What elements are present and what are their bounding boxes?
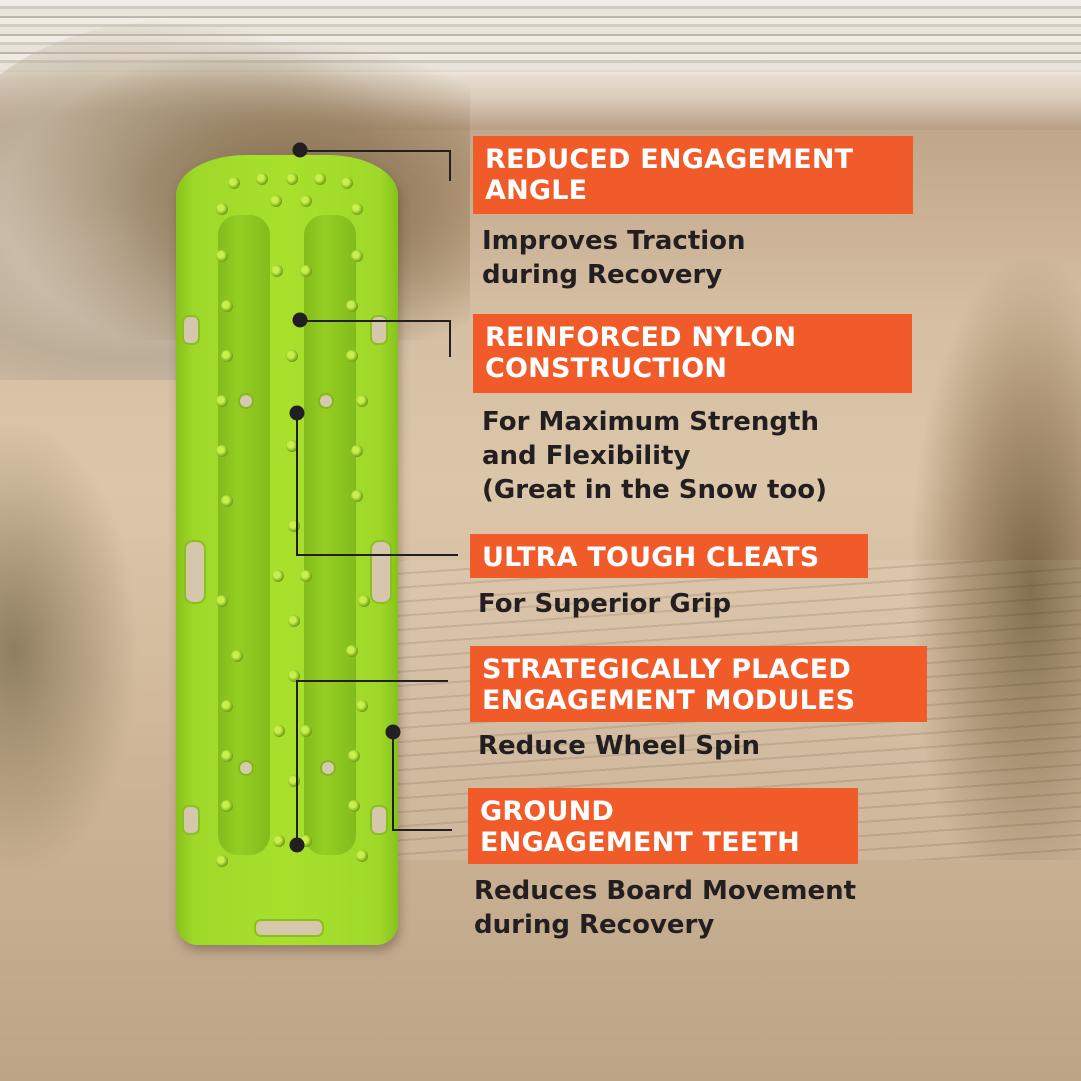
feature-1-title: REDUCED ENGAGEMENT ANGLE	[473, 136, 913, 214]
feature-5-title-line-2: ENGAGEMENT TEETH	[480, 827, 800, 858]
end-handle	[254, 919, 324, 937]
callout-line	[296, 680, 298, 846]
cleat-stud	[288, 670, 300, 682]
tie-down-slot	[370, 805, 388, 835]
drain-hole	[238, 760, 254, 776]
cleat-stud	[300, 195, 312, 207]
feature-5-description: Reduces Board Movement during Recovery	[474, 874, 856, 942]
cleat-stud	[270, 195, 282, 207]
cleat-stud	[346, 645, 358, 657]
side-handle-right	[370, 540, 392, 604]
callout-line	[392, 829, 452, 831]
callout-line	[300, 320, 450, 322]
dune-grass-lower-left	[0, 420, 140, 880]
cleat-stud	[221, 750, 233, 762]
cleat-stud	[216, 595, 228, 607]
cleat-stud	[300, 265, 312, 277]
cleat-stud	[286, 173, 298, 185]
feature-2-title-line-2: CONSTRUCTION	[485, 353, 728, 384]
cleat-stud	[216, 250, 228, 262]
drain-hole	[318, 393, 334, 409]
feature-5-desc-line-2: during Recovery	[474, 910, 715, 940]
feature-5-title: GROUND ENGAGEMENT TEETH	[468, 788, 858, 864]
tie-down-slot	[182, 805, 200, 835]
feature-1-title-line-1: REDUCED ENGAGEMENT	[485, 144, 854, 175]
cleat-stud	[356, 700, 368, 712]
cleat-stud	[221, 700, 233, 712]
cleat-stud	[351, 445, 363, 457]
cleat-stud	[271, 265, 283, 277]
feature-4-title: STRATEGICALLY PLACED ENGAGEMENT MODULES	[470, 646, 927, 722]
cleat-stud	[221, 800, 233, 812]
cleat-stud	[216, 203, 228, 215]
feature-2-desc-line-2: and Flexibility	[482, 441, 691, 471]
cleat-stud	[228, 177, 240, 189]
tie-down-slot	[182, 315, 200, 345]
cleat-stud	[221, 300, 233, 312]
feature-4-title-line-1: STRATEGICALLY PLACED	[482, 654, 851, 685]
cleat-stud	[216, 395, 228, 407]
callout-line	[300, 150, 450, 152]
cleat-stud	[300, 570, 312, 582]
cleat-stud	[351, 203, 363, 215]
feature-2-desc-line-1: For Maximum Strength	[482, 407, 819, 437]
feature-5-title-line-1: GROUND	[480, 796, 615, 827]
feature-4-desc-line-1: Reduce Wheel Spin	[478, 731, 761, 761]
callout-line	[449, 320, 451, 357]
callout-line	[296, 554, 458, 556]
callout-line	[449, 150, 451, 181]
feature-2-title-line-1: REINFORCED NYLON	[485, 322, 797, 353]
cleat-stud	[356, 850, 368, 862]
feature-3-title-line-1: ULTRA TOUGH CLEATS	[482, 542, 820, 573]
tie-down-slot	[370, 315, 388, 345]
cleat-stud	[348, 750, 360, 762]
cleat-stud	[300, 725, 312, 737]
feature-3-title: ULTRA TOUGH CLEATS	[470, 534, 868, 578]
cleat-stud	[288, 520, 300, 532]
cleat-stud	[273, 725, 285, 737]
feature-2-description: For Maximum Strength and Flexibility (Gr…	[482, 405, 827, 507]
cleat-stud	[273, 835, 285, 847]
cleat-stud	[351, 250, 363, 262]
cleat-stud	[216, 445, 228, 457]
feature-4-title-line-2: ENGAGEMENT MODULES	[482, 685, 856, 716]
callout-line	[392, 732, 394, 830]
cleat-stud	[341, 177, 353, 189]
feature-3-description: For Superior Grip	[478, 587, 731, 621]
cleat-stud	[351, 490, 363, 502]
cleat-stud	[288, 775, 300, 787]
feature-2-title: REINFORCED NYLON CONSTRUCTION	[473, 314, 912, 393]
cleat-stud	[216, 855, 228, 867]
cleat-stud	[286, 440, 298, 452]
dune-grass-right	[911, 260, 1081, 860]
feature-5-desc-line-1: Reduces Board Movement	[474, 876, 857, 906]
wave-channel-left	[218, 215, 270, 855]
cleat-stud	[221, 495, 233, 507]
feature-1-desc-line-1: Improves Traction	[482, 226, 746, 256]
feature-1-description: Improves Traction during Recovery	[482, 224, 746, 292]
feature-1-title-line-2: ANGLE	[485, 175, 588, 206]
cleat-stud	[348, 800, 360, 812]
cleat-stud	[314, 173, 326, 185]
cleat-stud	[356, 395, 368, 407]
cleat-stud	[221, 350, 233, 362]
cleat-stud	[346, 300, 358, 312]
recovery-board-image	[176, 155, 398, 945]
feature-4-description: Reduce Wheel Spin	[478, 729, 760, 763]
cleat-stud	[231, 650, 243, 662]
feature-2-desc-line-3: (Great in the Snow too)	[482, 475, 828, 505]
drain-hole	[238, 393, 254, 409]
drain-hole	[320, 760, 336, 776]
side-handle-left	[184, 540, 206, 604]
callout-line	[296, 413, 298, 555]
cleat-stud	[272, 570, 284, 582]
feature-1-desc-line-2: during Recovery	[482, 260, 723, 290]
feature-3-desc-line-1: For Superior Grip	[478, 589, 732, 619]
callout-line	[296, 680, 448, 682]
cleat-stud	[256, 173, 268, 185]
cleat-stud	[288, 615, 300, 627]
cleat-stud	[286, 350, 298, 362]
cleat-stud	[358, 595, 370, 607]
cleat-stud	[346, 350, 358, 362]
